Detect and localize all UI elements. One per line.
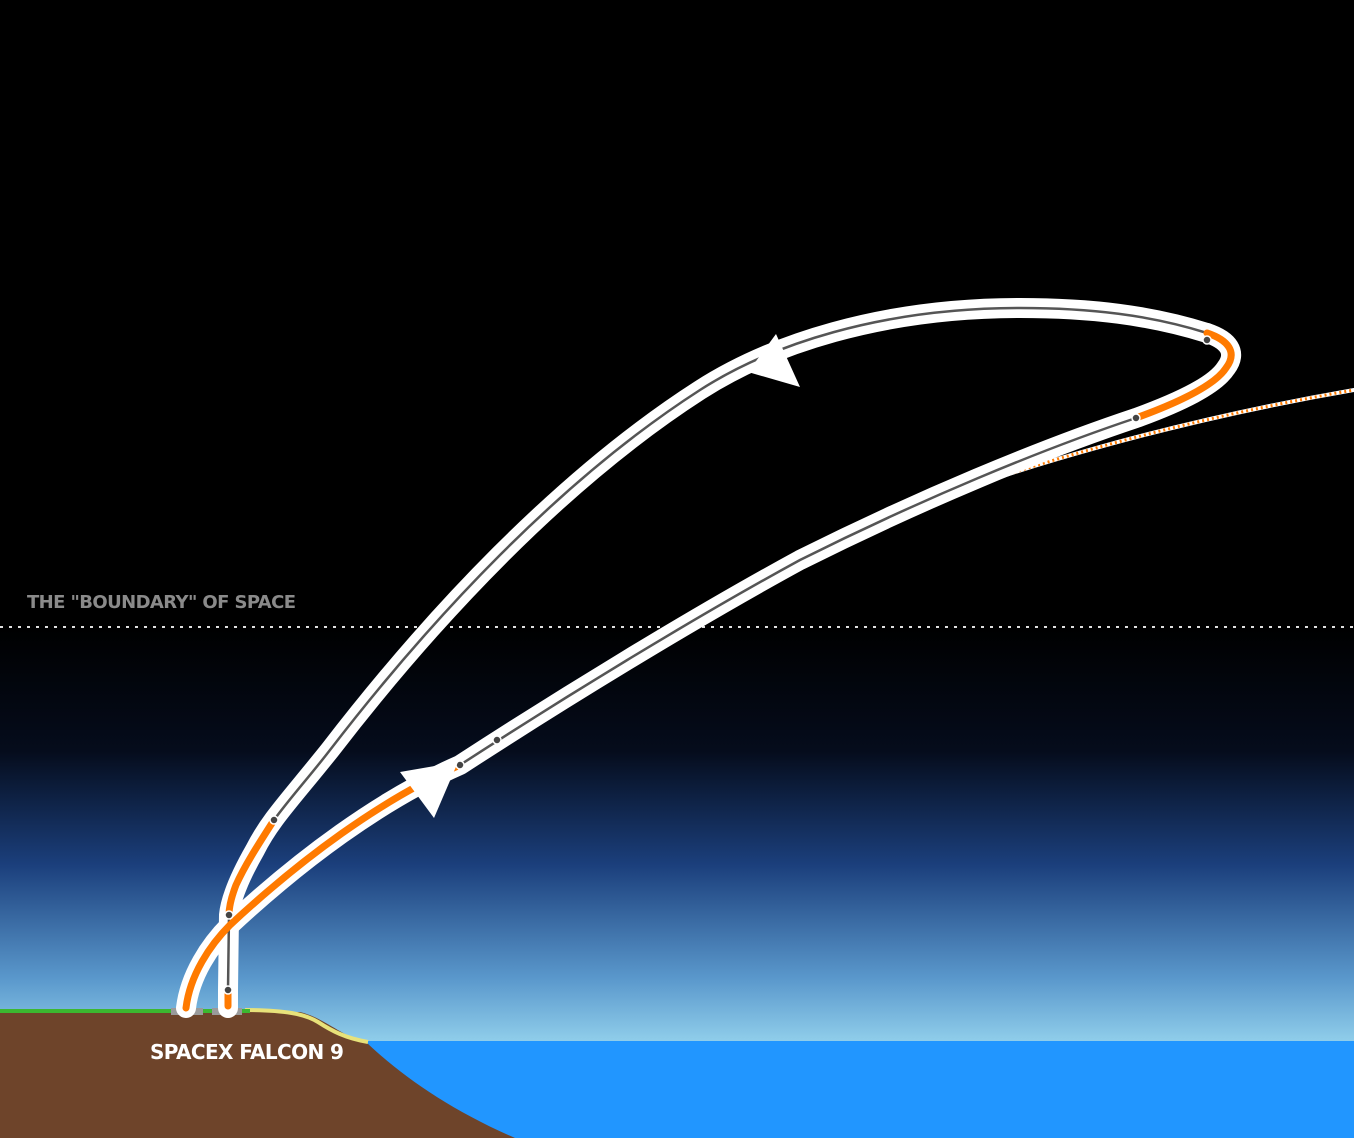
boostback-burn [1132,329,1235,422]
return-arrow-icon [748,334,800,387]
entry-burn [225,816,278,919]
marker-boostback-end [1202,335,1212,345]
marker-boostback-start [1131,413,1141,423]
ascent-burn [182,761,464,1012]
land [0,1012,515,1138]
space-boundary-label: THE "BOUNDARY" OF SPACE [27,592,296,613]
marker-stage-separation [492,735,502,745]
marker-entry-start [269,815,279,825]
marker-entry-end [224,910,234,920]
beach [244,1008,369,1044]
launch-site-label: SPACEX FALCON 9 [150,1040,344,1064]
ascent-arrow-icon [400,762,458,818]
marker-landing-start [223,985,233,995]
